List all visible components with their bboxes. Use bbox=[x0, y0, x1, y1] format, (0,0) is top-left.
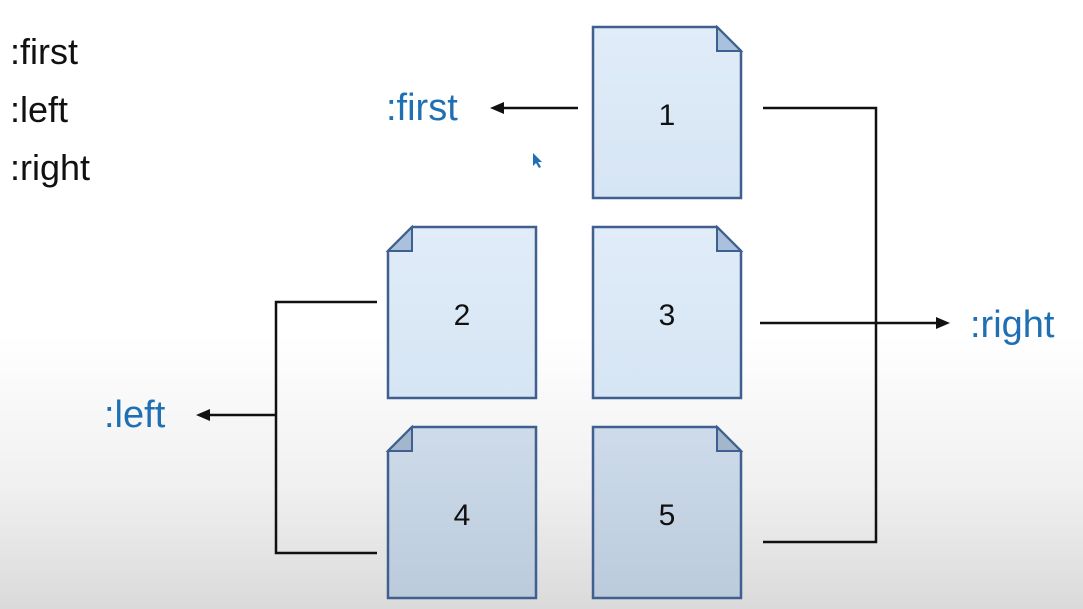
page-2-number: 2 bbox=[454, 299, 471, 332]
page-3: 3 bbox=[591, 224, 744, 400]
pseudo-class-list: :first :left :right bbox=[10, 27, 90, 201]
page-1: 1 bbox=[591, 24, 744, 200]
list-item-left: :left bbox=[10, 89, 69, 130]
list-item-first: :first bbox=[10, 31, 78, 72]
list-item-right: :right bbox=[10, 147, 91, 188]
left-bracket-arrow bbox=[196, 300, 377, 555]
right-label: :right bbox=[970, 304, 1055, 346]
page-3-number: 3 bbox=[659, 299, 676, 332]
page-5-number: 5 bbox=[659, 499, 676, 532]
page-2: 2 bbox=[385, 224, 538, 400]
first-label: :first bbox=[386, 87, 458, 129]
page-4: 4 bbox=[385, 424, 538, 600]
cursor-icon bbox=[533, 153, 542, 168]
left-label: :left bbox=[104, 394, 166, 436]
first-arrow bbox=[490, 102, 578, 114]
right-bracket-arrow bbox=[760, 106, 950, 544]
page-5: 5 bbox=[591, 424, 744, 600]
page-4-number: 4 bbox=[454, 499, 471, 532]
page-1-number: 1 bbox=[659, 99, 676, 132]
